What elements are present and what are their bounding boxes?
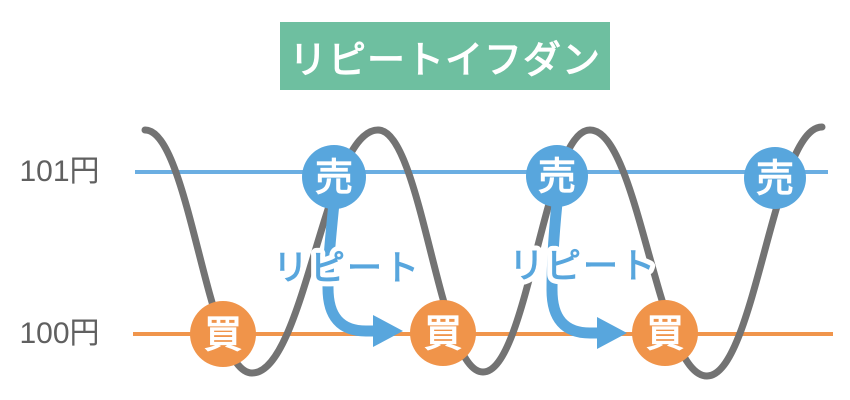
buy-marker-1-label: 買: [204, 315, 242, 357]
buy-marker-2-circle: [410, 300, 476, 366]
sell-marker-3-label: 売: [756, 159, 794, 201]
sell-marker-3-circle: [744, 147, 806, 209]
price-wave-curve: [141, 123, 826, 380]
repeat-arrow-2-head: [597, 317, 627, 349]
repeat-label-2: リピート: [509, 247, 657, 286]
buy-marker-3-label: 買: [646, 314, 684, 356]
title-badge: リピートイフダン: [280, 22, 610, 90]
sell-marker-1-label: 売: [315, 158, 353, 200]
repeat-label-2-halo: リピート: [509, 247, 657, 286]
repeat-arrow-2-line: [546, 197, 605, 339]
sell-marker-1: 売: [302, 145, 366, 209]
sell-marker-2-circle: [526, 145, 588, 207]
buy-marker-1-circle: [190, 301, 256, 367]
buy-marker-2-label: 買: [424, 314, 462, 356]
sell-marker-2: 売: [526, 145, 588, 207]
repeat-arrow-2: [546, 197, 627, 349]
sell-marker-2-label: 売: [538, 157, 576, 199]
sell-marker-1-circle: [302, 145, 366, 209]
repeat-label-1: リピート: [273, 249, 421, 288]
repeat-arrow-1-line: [322, 197, 381, 337]
repeat-label-1-halo: リピート: [273, 249, 421, 288]
buy-marker-3-circle: [632, 300, 698, 366]
repeat-arrow-1: [322, 197, 403, 347]
buy-marker-1: 買: [190, 301, 256, 367]
buy-marker-3: 買: [632, 300, 698, 366]
repeat-arrow-1-head: [373, 315, 403, 347]
sell-marker-3: 売: [744, 147, 806, 209]
upper-price-label: 101円: [19, 155, 100, 188]
lower-price-label: 100円: [19, 317, 100, 350]
buy-marker-2: 買: [410, 300, 476, 366]
